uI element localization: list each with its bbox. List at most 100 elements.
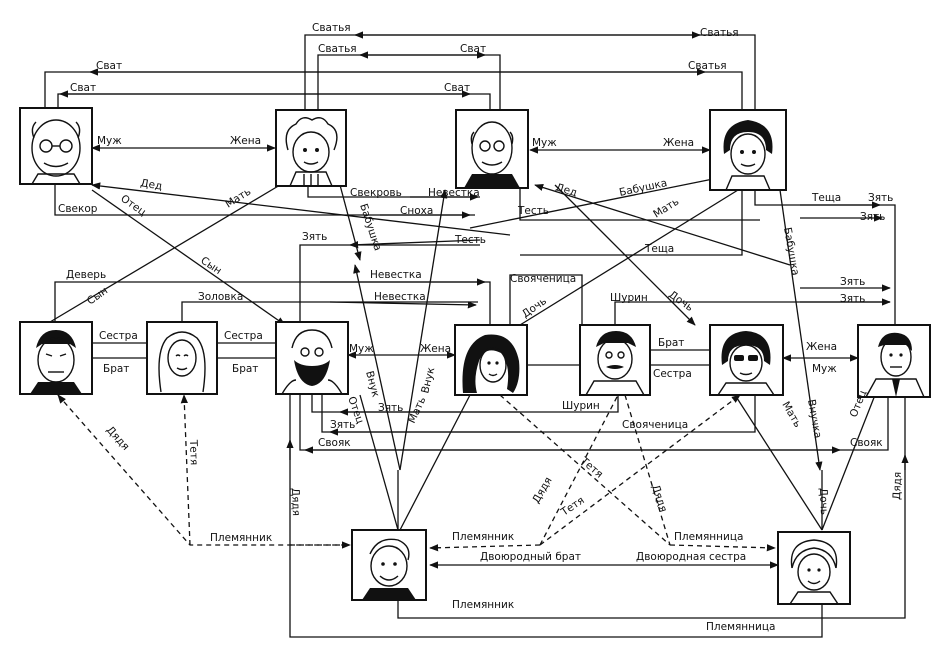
portrait-wife-brother	[579, 324, 651, 396]
label-brat-2: Брат	[232, 363, 258, 375]
line-plemyannitsa-2	[289, 395, 823, 638]
line-deverr	[54, 281, 491, 325]
label-nevestka-1: Невестка	[428, 187, 480, 199]
dash-plemyannitsa-1	[669, 544, 776, 552]
line-svoyachenitsa-1	[509, 274, 583, 325]
line-mat-3	[399, 394, 471, 531]
label-plemyannik-2: Племянник	[452, 531, 514, 543]
label-brat-1: Брат	[103, 363, 129, 375]
label-dyadya-1: Дядя	[104, 424, 132, 453]
label-shurin-2: Шурин	[562, 400, 600, 412]
label-svoyak-1: Свояк	[318, 437, 351, 449]
label-babushka-3: Бабушка	[781, 226, 801, 276]
label-dyadya-2: Дядя	[289, 488, 302, 517]
line-svoyachenitsa-2	[321, 395, 756, 433]
line-plemyannik-3	[397, 395, 906, 619]
label-tescha-1: Теща	[644, 243, 674, 255]
label-svat-2: Сват	[460, 43, 486, 55]
dash-dyadya-4	[624, 394, 671, 546]
arrow-ded-2	[534, 183, 791, 266]
label-muzh-3: Муж	[349, 343, 374, 355]
label-svat-4: Сват	[70, 82, 96, 94]
dash-tetya-1	[180, 394, 191, 546]
line-svat-svatya-3	[44, 71, 743, 110]
label-tescha-2: Теща	[811, 192, 841, 204]
portrait-brother-in-law	[19, 321, 93, 395]
dash-plemyannik-2	[429, 544, 541, 552]
label-sestra-2: Сестра	[224, 330, 263, 342]
label-shurin-1: Шурин	[610, 292, 648, 304]
label-zyat-r1: Зять	[868, 192, 893, 204]
label-deverr: Деверь	[66, 269, 106, 281]
label-zyat-r4: Зять	[840, 293, 865, 305]
arrow-babushka-2	[469, 176, 719, 229]
label-vnuk-2: Внук	[419, 366, 437, 395]
portrait-grandfather-right	[455, 109, 529, 189]
portrait-grandmother-right	[709, 109, 787, 191]
label-zyat-2: Зять	[378, 402, 403, 414]
arrow-test-2	[349, 239, 481, 249]
label-dyadya-3: Дядя	[530, 475, 554, 505]
label-dyadya-5: Дядя	[891, 472, 904, 501]
label-svekrov: Свекровь	[350, 187, 402, 199]
label-zolovka: Золовка	[198, 291, 243, 303]
arrow-vnuk-1	[353, 264, 401, 471]
label-zhena-1: Жена	[230, 135, 261, 147]
arrow-ded-1	[91, 182, 511, 236]
label-otec-3: Отец	[848, 389, 870, 419]
dash-dyadya-1-head	[57, 394, 66, 404]
line-tescha-1	[520, 190, 743, 256]
label-plemyannitsa-1: Племянница	[674, 531, 743, 543]
label-test-2: Тесть	[454, 234, 486, 246]
label-zyat-r3: Зять	[840, 276, 865, 288]
label-ded-1: Дед	[139, 177, 163, 193]
dash-tetya-2	[539, 394, 741, 546]
label-svoyachenitsa-1: Свояченица	[510, 273, 576, 285]
label-brat-3: Брат	[658, 337, 684, 349]
label-sestra-3: Сестра	[653, 368, 692, 380]
line-otec-2	[359, 394, 399, 531]
label-dyadya-4: Дядя	[649, 483, 669, 513]
label-mat-2: Мать	[651, 196, 681, 221]
label-tetya-1: Тетя	[187, 439, 200, 466]
label-tetya-2: Тетя	[558, 494, 587, 519]
label-svatya-3: Сватья	[688, 60, 727, 72]
line-test-1	[519, 185, 760, 221]
label-muzh-4: Муж	[812, 363, 837, 375]
label-svoyak-2: Свояк	[850, 437, 883, 449]
line-svekor	[54, 185, 475, 216]
dash-dyadya-3	[539, 394, 619, 546]
label-zyat-1: Зять	[302, 231, 327, 243]
label-vnuchka: Внучка	[805, 398, 824, 439]
line-mat-4	[734, 394, 823, 531]
line-svat-svat-4	[57, 93, 491, 110]
label-svat-4r: Сват	[444, 82, 470, 94]
portrait-grandson	[351, 529, 427, 601]
portrait-sister-in-law	[146, 321, 218, 395]
label-svat-3: Сват	[96, 60, 122, 72]
label-zhena-4: Жена	[806, 341, 837, 353]
portrait-wife-sister	[709, 324, 784, 396]
label-zhena-2: Жена	[663, 137, 694, 149]
line-zolovka	[181, 301, 478, 325]
line-otec-3	[821, 394, 876, 531]
relation-lines	[44, 31, 909, 638]
label-plemyannik-1: Племянник	[210, 532, 272, 544]
label-snokha: Сноха	[400, 205, 433, 217]
label-ded-2: Дед	[554, 181, 578, 199]
label-plemyannitsa-2: Племянница	[706, 621, 775, 633]
portrait-grandfather-left	[19, 107, 93, 185]
label-nevestka-3: Невестка	[374, 291, 426, 303]
arrow-nevestka-3	[329, 301, 477, 309]
arrow-vnuk-2	[399, 189, 448, 471]
label-dvoyurodnaya-sestra: Двоюродная сестра	[636, 551, 746, 563]
portrait-husband	[275, 321, 349, 395]
label-test-1: Тесть	[517, 205, 549, 217]
line-mat-2	[519, 189, 739, 326]
label-svatya-top: Сватья	[312, 22, 351, 34]
label-doch-3: Дочь	[817, 488, 830, 515]
label-muzh-1: Муж	[97, 135, 122, 147]
portrait-wife	[454, 324, 528, 396]
line-svatya-svat-2	[317, 54, 501, 110]
